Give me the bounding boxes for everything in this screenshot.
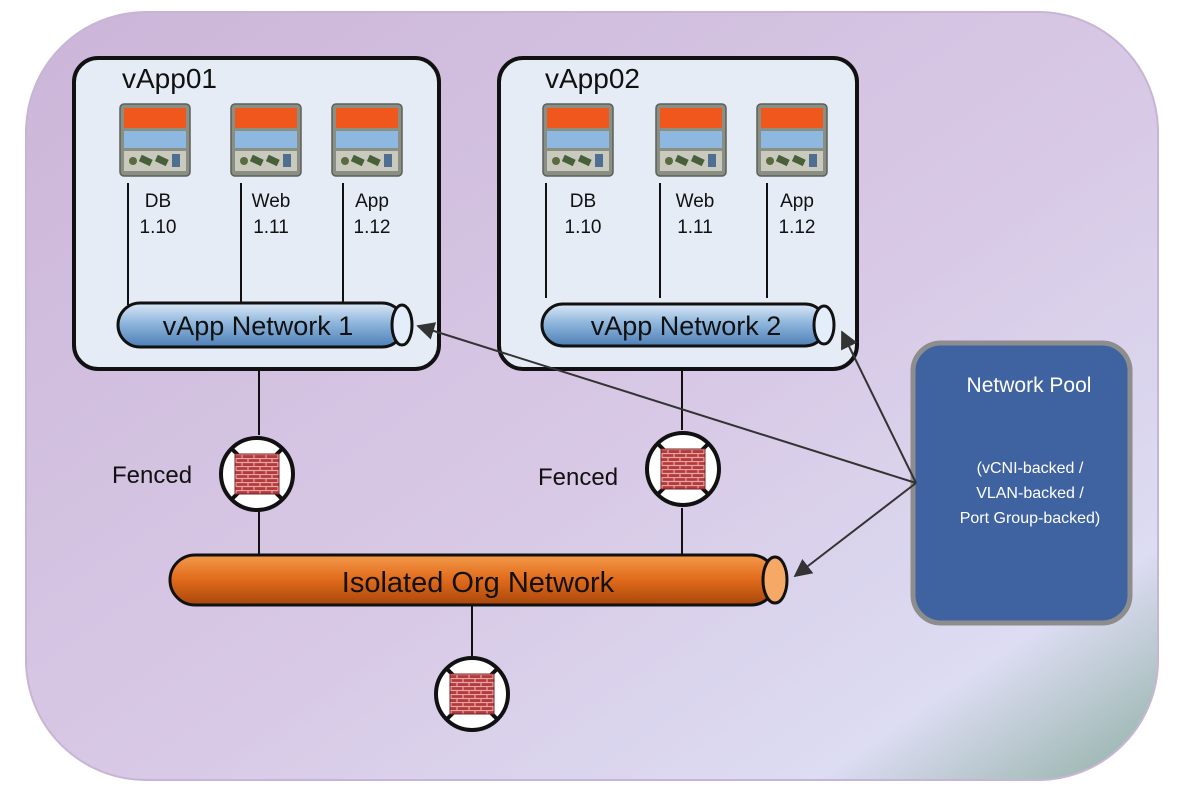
- network-pool-line: (vCNI-backed /: [977, 460, 1084, 477]
- vm-name-label: App: [355, 191, 389, 212]
- isolated-org-network[interactable]: Isolated Org Network: [168, 553, 789, 607]
- vapp-network-1[interactable]: vApp Network 1: [116, 301, 414, 349]
- network-pool[interactable]: Network Pool (vCNI-backed / VLAN-backed …: [910, 340, 1133, 626]
- vm-web-icon[interactable]: [230, 103, 302, 177]
- network-pool-title: Network Pool: [967, 374, 1092, 397]
- vapp-network-2[interactable]: vApp Network 2: [540, 302, 836, 348]
- network-pool-line: Port Group-backed): [960, 510, 1101, 527]
- vm-ip-label: 1.11: [253, 217, 289, 238]
- firewall-icon[interactable]: [434, 656, 510, 732]
- vm-app-icon[interactable]: [331, 103, 403, 177]
- network-pool-line: VLAN-backed /: [976, 485, 1084, 502]
- vm-db-icon[interactable]: [542, 103, 614, 177]
- vm-app-icon[interactable]: [756, 103, 828, 177]
- vapp02-title: vApp02: [545, 63, 640, 94]
- vm-name-label: DB: [145, 191, 171, 212]
- vm-ip-label: 1.12: [779, 217, 816, 238]
- vm-db-icon[interactable]: [119, 103, 191, 177]
- vm-name-label: App: [780, 191, 814, 212]
- vm-ip-label: 1.10: [140, 217, 177, 238]
- vapp-network-1-label: vApp Network 1: [163, 311, 354, 341]
- vm-ip-label: 1.12: [354, 217, 391, 238]
- firewall-icon[interactable]: [645, 431, 721, 507]
- isolated-org-network-label: Isolated Org Network: [342, 567, 615, 599]
- vapp01-group: vApp01 DB 1.10 Web 1.11 App 1.12 vApp Ne…: [72, 56, 441, 371]
- fenced-label: Fenced: [538, 464, 618, 491]
- pool-arrow-to-vapp-network-2: [841, 330, 917, 484]
- firewall-icon[interactable]: [219, 436, 295, 512]
- vm-ip-label: 1.10: [565, 217, 602, 238]
- vapp02-group: vApp02 DB 1.10 Web 1.11 App 1.12 vApp Ne…: [497, 56, 859, 371]
- vm-name-label: DB: [570, 191, 596, 212]
- vm-ip-label: 1.11: [677, 217, 713, 238]
- pool-arrow-to-vapp-network-1: [416, 322, 917, 484]
- vm-name-label: Web: [252, 191, 291, 212]
- fenced-label: Fenced: [112, 462, 192, 489]
- vapp01-title: vApp01: [122, 63, 217, 94]
- vm-web-icon[interactable]: [655, 103, 727, 177]
- vm-name-label: Web: [676, 191, 715, 212]
- vapp-network-2-label: vApp Network 2: [591, 311, 782, 341]
- pool-arrow-to-org-network: [793, 482, 917, 578]
